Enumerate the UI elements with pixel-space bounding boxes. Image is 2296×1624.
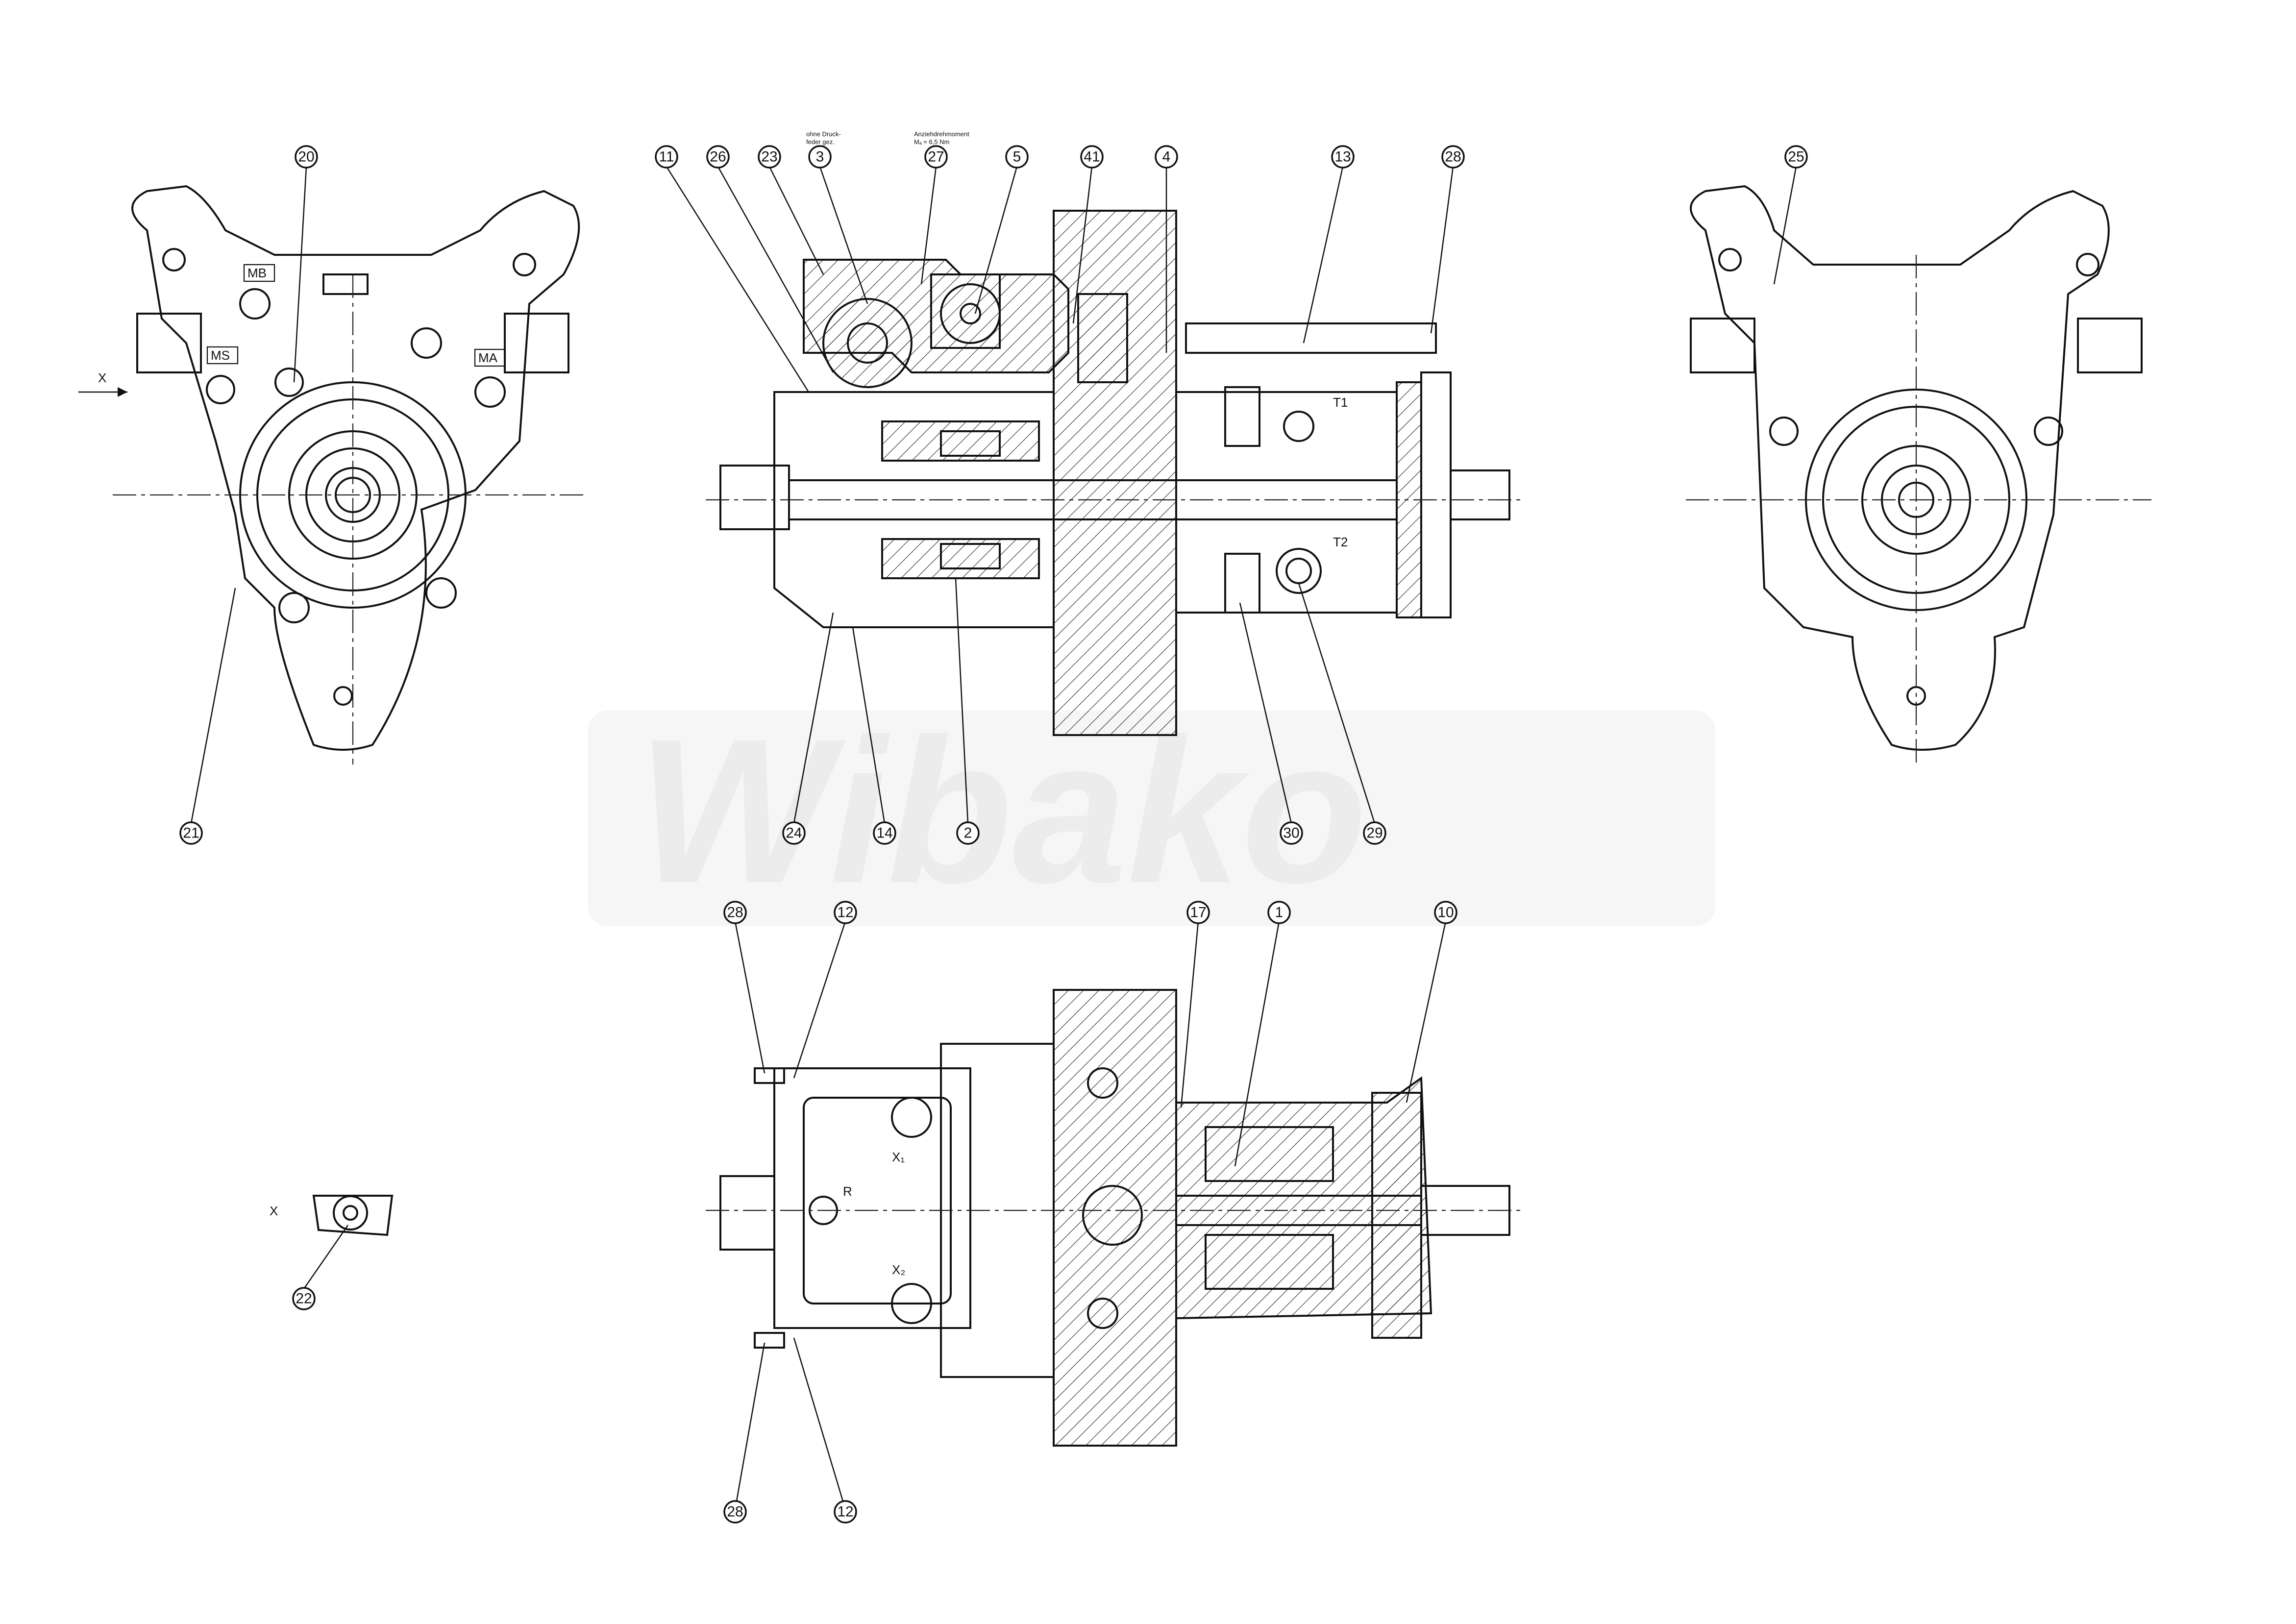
balloon-13: 13	[1331, 145, 1355, 169]
balloon-17: 17	[1186, 901, 1210, 924]
svg-text:28: 28	[1445, 149, 1461, 165]
svg-text:28: 28	[727, 905, 743, 921]
svg-text:29: 29	[1366, 825, 1383, 841]
torque-note-line-1: Anziehdrehmoment	[914, 130, 969, 138]
svg-text:10: 10	[1437, 905, 1454, 921]
balloon-4: 4	[1155, 145, 1178, 169]
balloon-28-plan-top: 28	[723, 901, 747, 924]
plan-view-bottom: R X₁ X₂	[706, 989, 1524, 1447]
port-mb-label: MB	[247, 266, 267, 280]
section-view-center: T1 T2 ohne Druck- feder gez. Anziehdrehm…	[706, 130, 1524, 736]
x-arrow-label: X	[98, 370, 106, 385]
port-ma-label: MA	[478, 350, 498, 365]
balloon-24: 24	[782, 821, 806, 845]
svg-text:28: 28	[727, 1504, 743, 1520]
balloon-14: 14	[873, 821, 896, 845]
svg-text:20: 20	[298, 149, 314, 165]
svg-text:22: 22	[296, 1291, 312, 1307]
balloon-12-plan-bottom: 12	[834, 1500, 857, 1524]
rear-view-right	[1686, 185, 2151, 764]
balloon-23: 23	[758, 145, 781, 169]
balloon-5: 5	[1005, 145, 1029, 169]
svg-text:4: 4	[1162, 149, 1171, 165]
front-view-left: X MB MS MA	[78, 185, 588, 764]
balloon-27: 27	[924, 145, 948, 169]
balloon-21: 21	[179, 821, 203, 845]
svg-text:17: 17	[1190, 905, 1206, 921]
svg-text:12: 12	[837, 905, 853, 921]
balloon-12-plan-top: 12	[834, 901, 857, 924]
balloon-1: 1	[1267, 901, 1291, 924]
balloon-2: 2	[956, 821, 980, 845]
svg-text:13: 13	[1334, 149, 1351, 165]
svg-text:12: 12	[837, 1504, 853, 1520]
balloon-30: 30	[1280, 821, 1303, 845]
detail-x: X	[270, 1195, 394, 1236]
balloon-41: 41	[1080, 145, 1104, 169]
svg-text:1: 1	[1275, 905, 1284, 921]
balloon-26: 26	[706, 145, 730, 169]
svg-text:5: 5	[1013, 149, 1021, 165]
svg-text:26: 26	[710, 149, 726, 165]
svg-text:2: 2	[964, 825, 972, 841]
svg-text:3: 3	[816, 149, 824, 165]
svg-text:11: 11	[659, 149, 674, 165]
svg-text:25: 25	[1788, 149, 1804, 165]
balloon-20-front: 20	[295, 145, 318, 169]
balloon-29: 29	[1363, 821, 1386, 845]
spring-note-line-1: ohne Druck-	[806, 130, 841, 138]
balloon-10: 10	[1434, 901, 1457, 924]
svg-text:23: 23	[761, 149, 777, 165]
port-x2-label: X₂	[892, 1262, 905, 1277]
balloon-25: 25	[1784, 145, 1808, 169]
balloon-28-top: 28	[1441, 145, 1465, 169]
svg-text:30: 30	[1283, 825, 1299, 841]
balloon-22: 22	[292, 1287, 316, 1310]
svg-text:27: 27	[928, 149, 944, 165]
torque-note-line-2: Mₐ = 6,5 Nm	[914, 138, 949, 146]
leader-lines	[190, 166, 1797, 1510]
port-t1-label: T1	[1333, 395, 1348, 410]
detail-x-label: X	[270, 1204, 278, 1218]
watermark: Wibako	[588, 696, 1715, 926]
port-x1-label: X₁	[892, 1150, 905, 1164]
balloon-3: 3	[808, 145, 832, 169]
svg-text:14: 14	[876, 825, 892, 841]
port-ms-label: MS	[211, 348, 230, 363]
svg-text:21: 21	[183, 825, 199, 841]
spring-note-line-2: feder gez.	[806, 138, 835, 146]
port-t2-label: T2	[1333, 535, 1348, 549]
balloon-28-plan-bottom: 28	[723, 1500, 747, 1524]
svg-text:24: 24	[786, 825, 802, 841]
watermark-text: Wibako	[637, 696, 1367, 926]
svg-text:41: 41	[1084, 149, 1100, 165]
balloon-11: 11	[655, 145, 678, 169]
port-r-label: R	[843, 1184, 852, 1199]
